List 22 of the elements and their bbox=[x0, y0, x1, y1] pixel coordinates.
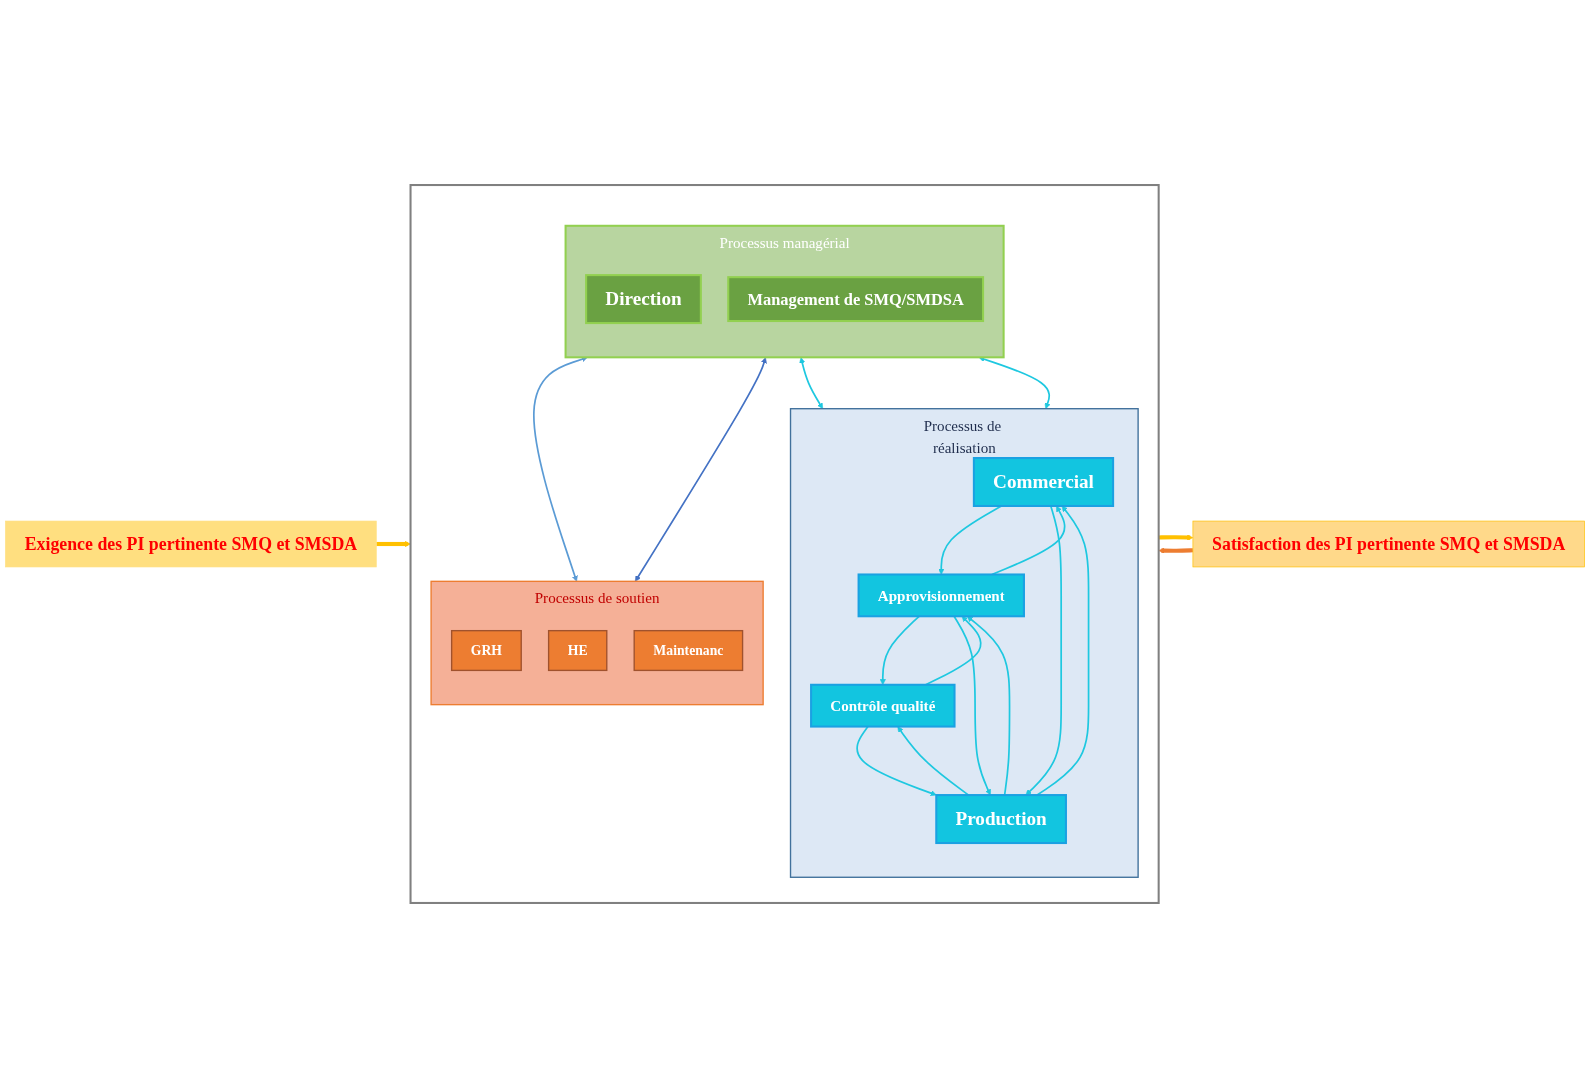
node-box: Commercial bbox=[972, 457, 1115, 507]
arrow bbox=[1158, 534, 1194, 541]
arrow bbox=[635, 357, 767, 582]
arrow bbox=[966, 616, 1011, 796]
arrow bbox=[376, 541, 411, 547]
arrow bbox=[1158, 547, 1193, 554]
node-box: GRH bbox=[450, 629, 522, 672]
node-box: Approvisionnement bbox=[857, 573, 1025, 618]
arrow bbox=[938, 505, 1003, 575]
arrow bbox=[799, 357, 823, 409]
node-box: Direction bbox=[585, 274, 702, 325]
node-box: Management de SMQ/SMDSA bbox=[727, 276, 985, 323]
node-box: Satisfaction des PI pertinente SMQ et SMSDA bbox=[1192, 520, 1585, 568]
node-box: Maintenanc bbox=[633, 629, 744, 672]
arrow bbox=[1025, 505, 1063, 796]
node-box: HE bbox=[547, 629, 608, 672]
node-box: Contrôle qualité bbox=[810, 683, 956, 728]
arrow bbox=[1036, 505, 1090, 796]
node-box: Production bbox=[935, 794, 1067, 845]
cluster bbox=[409, 184, 1160, 904]
arrow bbox=[897, 726, 970, 796]
node-box: Exigence des PI pertinente SMQ et SMSDA bbox=[5, 520, 377, 568]
